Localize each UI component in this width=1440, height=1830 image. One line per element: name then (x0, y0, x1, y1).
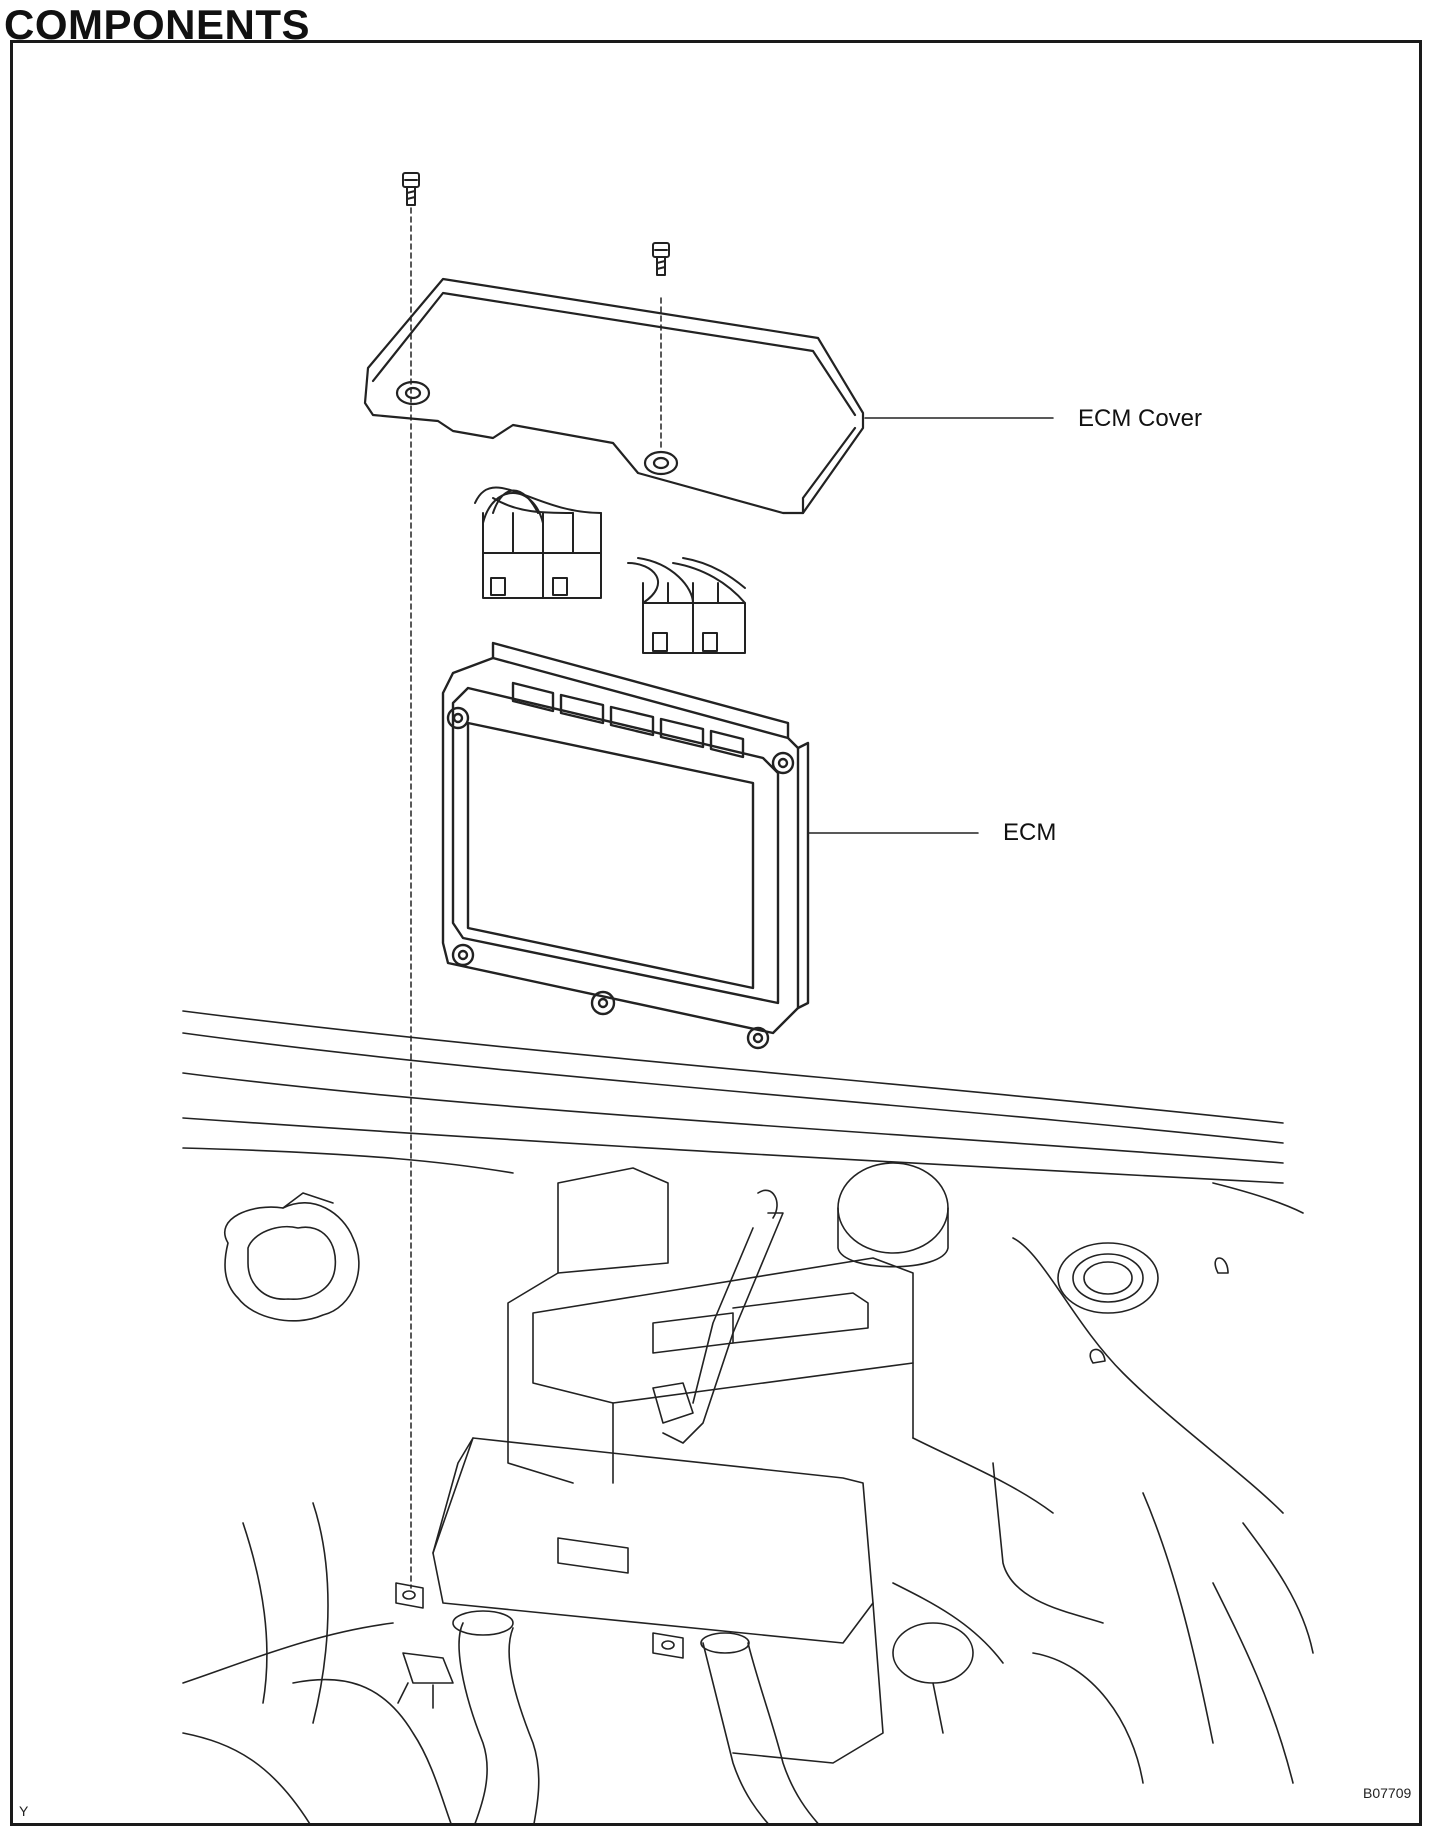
alignment-lines (410, 207, 662, 1589)
exploded-view-diagram (182, 172, 1314, 1823)
connector-group-right (627, 557, 746, 654)
corner-mark-left: Y (19, 1803, 29, 1819)
ecm-label: ECM (1003, 819, 1057, 846)
bolt-right (652, 242, 670, 276)
ecm-cover-label: ECM Cover (1078, 405, 1203, 432)
bolt-left (402, 172, 420, 206)
ecm-unit (441, 641, 810, 1050)
engine-bay-outline (182, 1010, 1314, 1823)
diagram-frame: ECM Cover ECM Y B07709 (10, 40, 1422, 1826)
connector-group-left (474, 486, 602, 599)
figure-code: B07709 (1363, 1785, 1412, 1801)
ecm-cover (363, 277, 865, 515)
